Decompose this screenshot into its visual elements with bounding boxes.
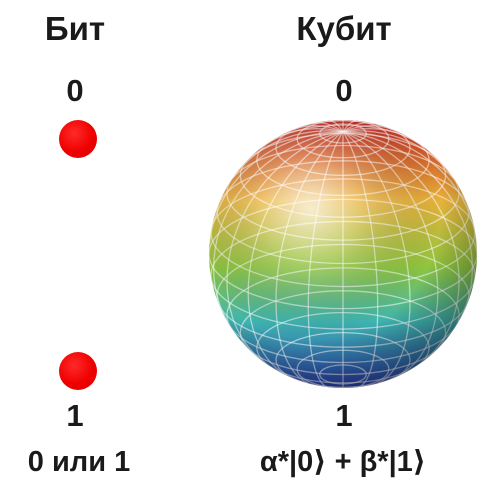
qubit-title: Кубит [296,10,392,47]
qubit-state-zero-label: 0 [335,73,353,108]
bit-state-one-label: 1 [66,398,84,433]
bit-caption: 0 или 1 [27,446,131,478]
bloch-sphere [207,118,479,390]
bit-one-dot [59,352,97,390]
bit-state-zero-label: 0 [66,73,84,108]
bit-title: Бит [44,10,106,47]
bit-zero-dot [59,120,97,158]
qubit-state-one-label: 1 [335,398,353,433]
qubit-caption: α*|0⟩ + β*|1⟩ [259,446,427,478]
